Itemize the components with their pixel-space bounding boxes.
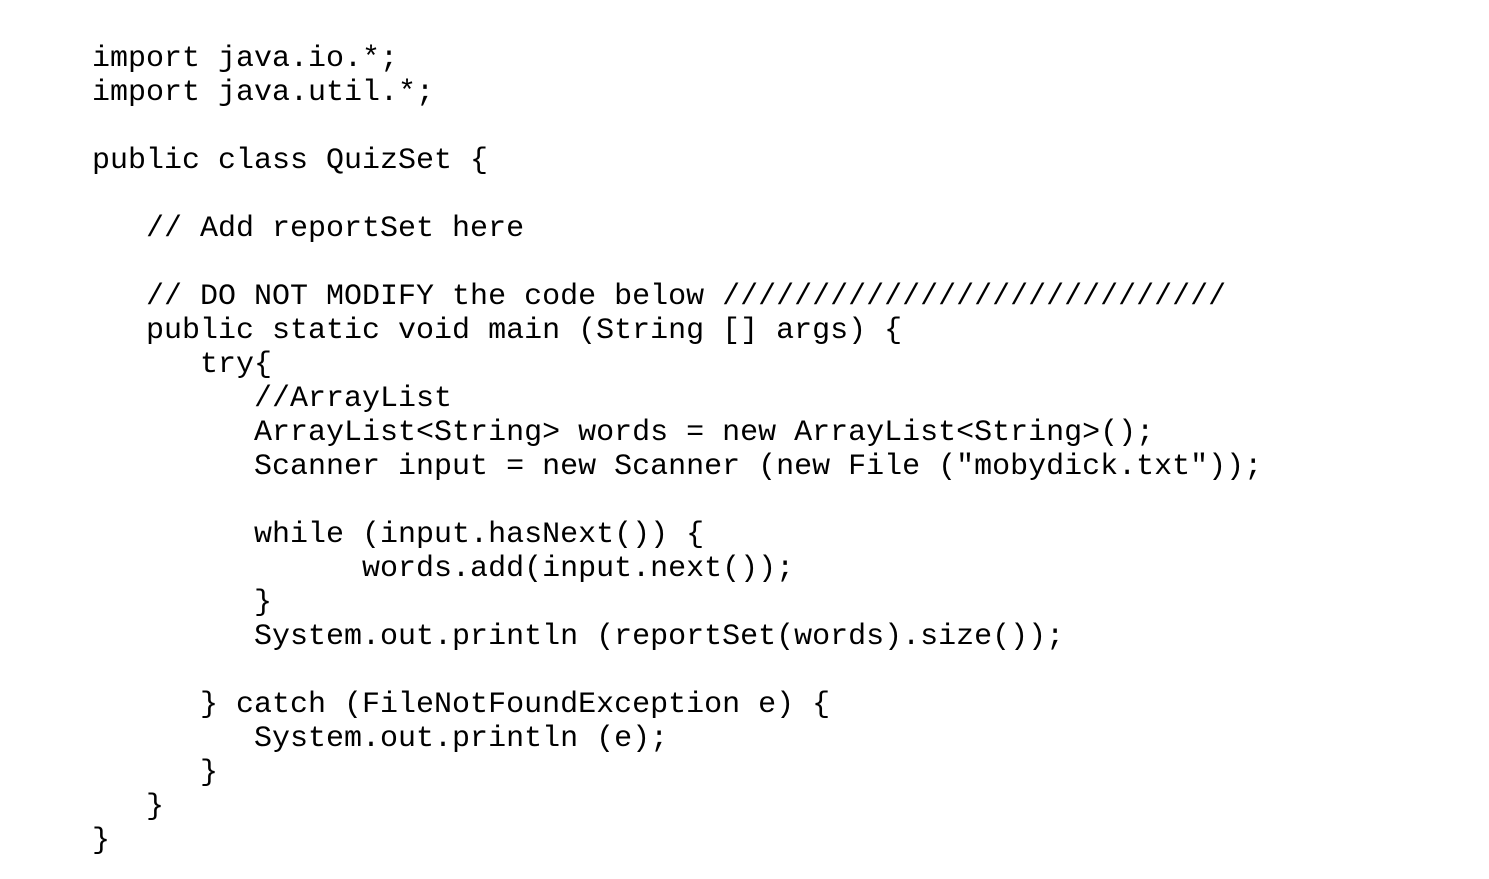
code-line-scanner-declaration: Scanner input = new Scanner (new File ("… — [92, 450, 1263, 484]
code-line-blank — [92, 246, 1262, 280]
code-line-class-close: } — [92, 824, 111, 858]
code-line-comment-do-not-modify: // DO NOT MODIFY the code below ////////… — [92, 280, 1227, 314]
code-line-blank — [92, 178, 1262, 212]
code-line-println-exception: System.out.println (e); — [92, 722, 669, 756]
code-line-blank — [92, 484, 1262, 518]
code-line-comment-arraylist: //ArrayList — [92, 382, 453, 416]
code-line-words-declaration: ArrayList<String> words = new ArrayList<… — [92, 416, 1155, 450]
code-line-class-declaration: public class QuizSet { — [92, 144, 489, 178]
code-line-while-close: } — [92, 586, 273, 620]
code-line-main-close: } — [92, 790, 165, 824]
code-line-words-add: words.add(input.next()); — [92, 552, 795, 586]
code-line-blank — [92, 654, 1262, 688]
code-line-import-io: import java.io.*; — [92, 42, 399, 76]
code-listing: import java.io.*; import java.util.*; pu… — [92, 42, 1262, 858]
code-line-while: while (input.hasNext()) { — [92, 518, 705, 552]
code-line-catch-close: } — [92, 756, 219, 790]
code-line-println-reportset: System.out.println (reportSet(words).siz… — [92, 620, 1065, 654]
code-line-main-method: public static void main (String [] args)… — [92, 314, 903, 348]
code-line-try: try{ — [92, 348, 273, 382]
code-line-catch: } catch (FileNotFoundException e) { — [92, 688, 831, 722]
code-line-import-util: import java.util.*; — [92, 76, 435, 110]
code-line-comment-add-reportset: // Add reportSet here — [92, 212, 525, 246]
code-line-blank — [92, 110, 1262, 144]
